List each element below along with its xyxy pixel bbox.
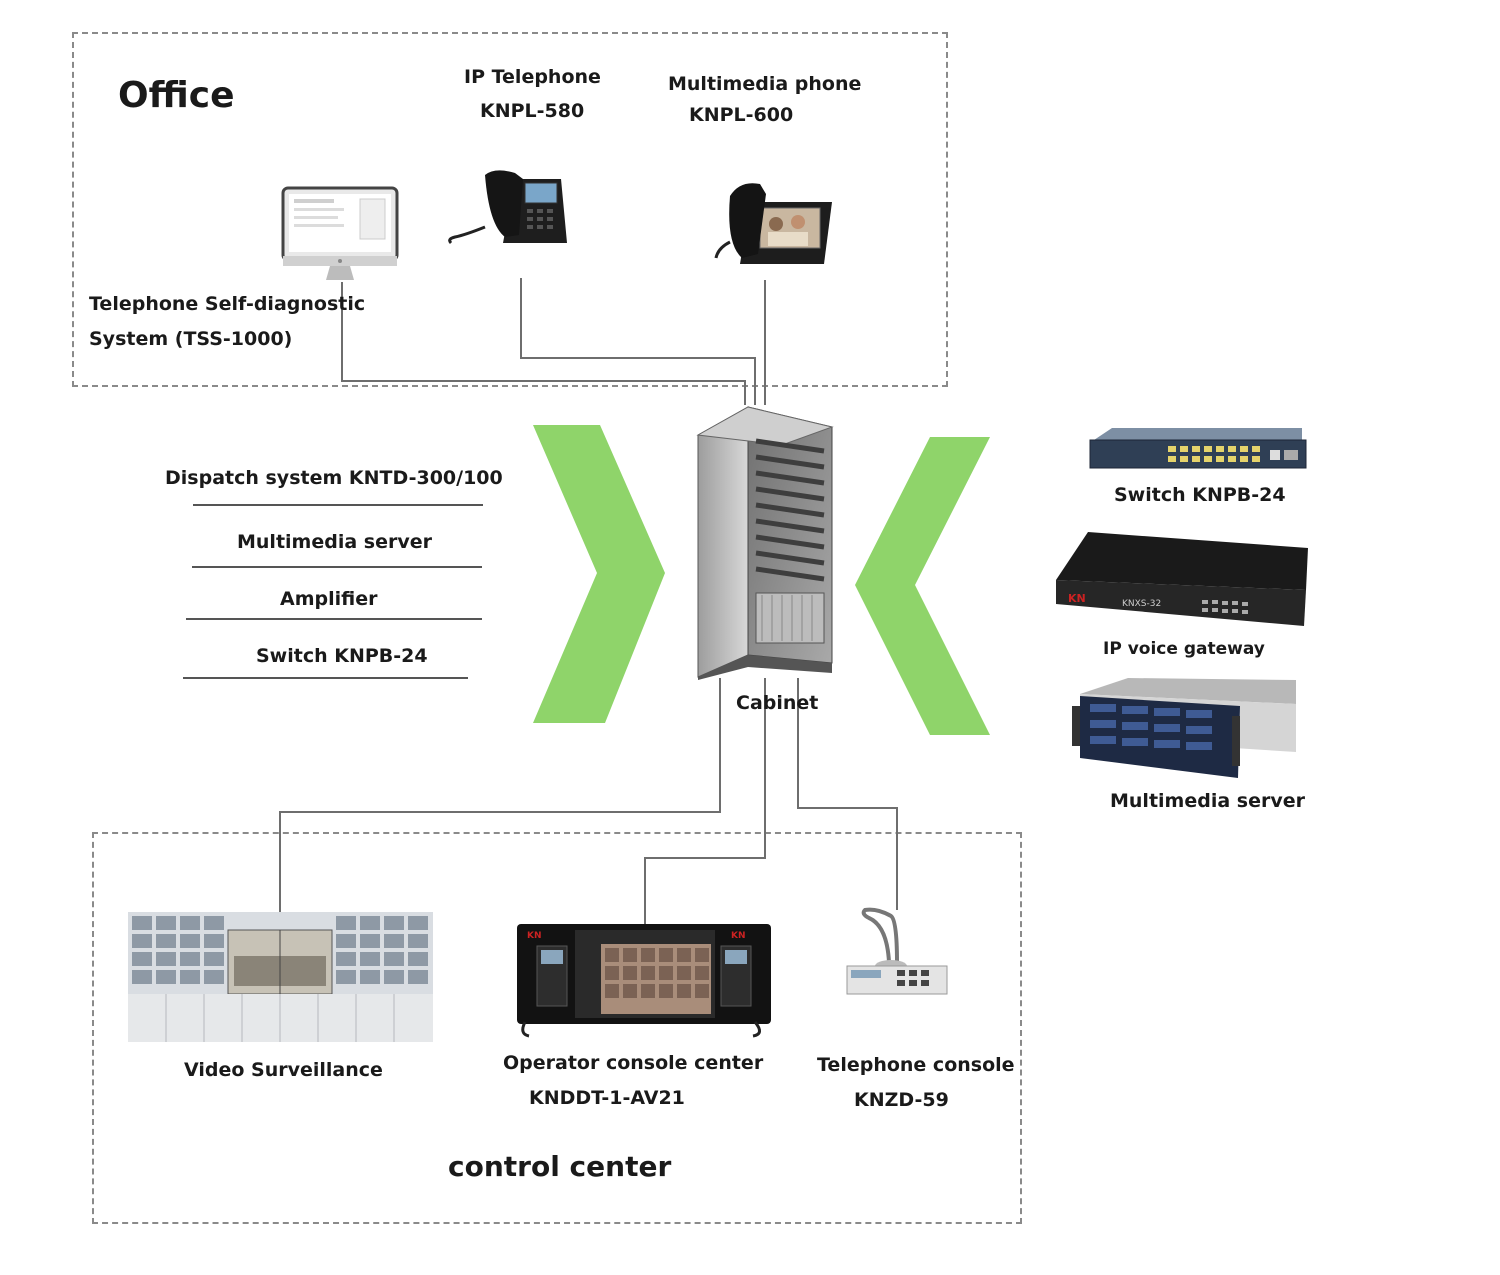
cabinet-rack-icon [696,406,834,680]
multimedia-server-label: Multimedia server [1110,790,1305,812]
line-cabinet-to-video [279,678,721,912]
ip-phone-icon [448,170,567,245]
left-list-divider [193,504,483,506]
operator-console-icon: KN KN [517,924,771,1038]
svg-text:KN: KN [731,931,746,941]
mm-phone-label-line1: Multimedia phone [668,73,862,95]
control-center-region [92,832,1022,1224]
switch-label: Switch KNPB-24 [1114,484,1286,506]
left-list-item-multimedia-server: Multimedia server [237,531,432,553]
tss-label-line2: System (TSS-1000) [89,328,293,350]
ip-phone-label-line2: KNPL-580 [480,100,585,122]
left-list-item-dispatch-system: Dispatch system KNTD-300/100 [165,467,503,489]
switch-icon [1089,428,1307,469]
tss-label-line1: Telephone Self-diagnostic [89,293,366,315]
line-cabinet-to-telconsole [797,678,898,910]
svg-text:KN: KN [527,931,542,941]
svg-text:KN: KN [1068,592,1086,605]
left-chevron-arrow [533,425,665,723]
monitor-icon [281,186,399,280]
mm-phone-label-line2: KNPL-600 [689,104,794,126]
office-region [72,32,948,387]
left-list-divider [183,677,468,679]
video-wall-icon [128,912,433,1042]
left-list-item-switch: Switch KNPB-24 [256,645,428,667]
gateway-model-text: KNXS-32 [1122,599,1161,609]
left-list-divider [192,566,482,568]
right-chevron-arrow [855,437,990,735]
telephone-console-label-line2: KNZD-59 [854,1089,949,1111]
telephone-console-icon [846,907,948,995]
line-tss-to-cabinet [341,282,746,405]
line-ip-phone-to-cabinet [520,278,756,405]
multimedia-server-icon [1072,678,1296,778]
gateway-label: IP voice gateway [1103,639,1265,659]
ip-phone-label-line1: IP Telephone [464,66,601,88]
multimedia-phone-icon [714,183,832,264]
operator-console-label-line1: Operator console center [503,1052,764,1074]
video-surveillance-label: Video Surveillance [184,1059,383,1081]
operator-console-label-line2: KNDDT-1-AV21 [529,1087,685,1109]
control-center-title: control center [448,1150,672,1183]
telephone-console-label-line1: Telephone console [817,1054,1015,1076]
voice-gateway-icon: KN KNXS-32 [1056,532,1308,626]
line-cabinet-to-operator [644,678,766,924]
left-list-item-amplifier: Amplifier [280,588,378,610]
cabinet-label: Cabinet [736,692,819,714]
office-title: Office [118,75,235,116]
left-list-divider [186,618,482,620]
